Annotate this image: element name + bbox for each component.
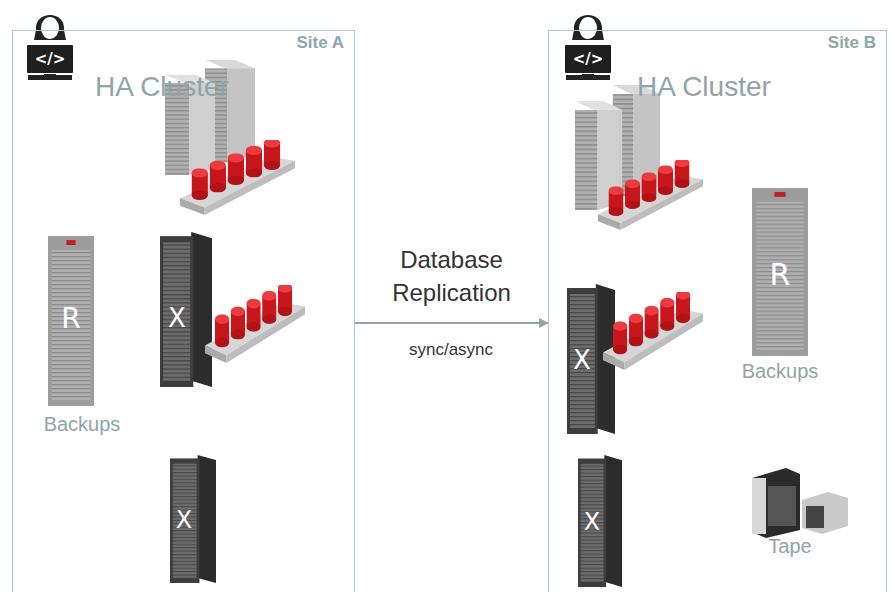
replication-arrow bbox=[355, 322, 548, 324]
caption-label: Backups bbox=[742, 360, 819, 383]
caption-label: Backups bbox=[44, 413, 121, 436]
rack-letter: R bbox=[770, 257, 791, 292]
site-name: Site A bbox=[296, 33, 344, 53]
caption-label: sync/async bbox=[409, 340, 493, 360]
rack-letter: X bbox=[584, 508, 600, 536]
edge-label: Database Replication bbox=[363, 244, 540, 309]
rack-letter: X bbox=[168, 303, 186, 333]
code-glyph: </> bbox=[35, 50, 66, 68]
rack-letter: X bbox=[176, 506, 192, 534]
cluster-heading: HA Cluster bbox=[95, 71, 229, 103]
site-box: Site B HA Cluster bbox=[548, 30, 887, 592]
rack-letter: X bbox=[573, 345, 591, 375]
rack-letter: R bbox=[61, 302, 80, 335]
code-glyph: </> bbox=[573, 50, 604, 68]
caption-label: Tape bbox=[768, 535, 811, 558]
site-name: Site B bbox=[828, 33, 876, 53]
cluster-heading: HA Cluster bbox=[637, 71, 771, 103]
